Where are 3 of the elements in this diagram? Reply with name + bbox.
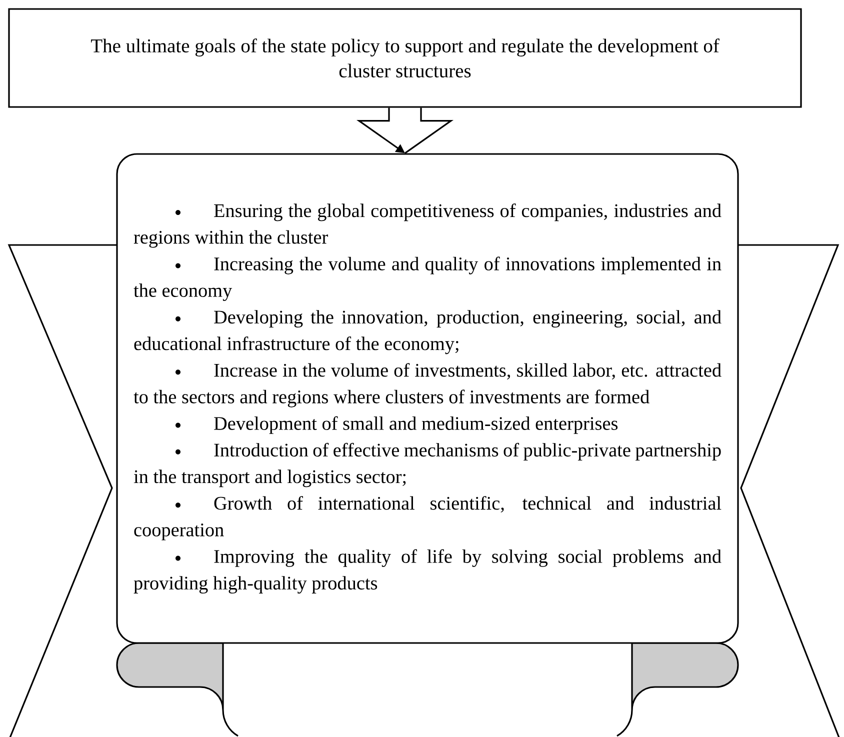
block-arrow xyxy=(356,107,454,154)
scroll-box: Ensuring the global competitiveness of companies, industries and regions within the cluster Increasing the volume and quality of innovations implemented in the economy Developing the innovation, production, engineering, social, and educational infrastructure of the economy; Increase in the volume of investments, skilled labor, etc. attracted to the sectors and regions where clusters of investments are formed Development of small and medium-sized enterprises Introduction of effective mechanisms of public-private partnership in the transport and logistics sector; Growth of international scientific, technical and industrial cooperation Improving the quality of life by solving social problems and providing high-quality products xyxy=(116,153,739,644)
title-box: The ultimate goals of the state policy to support and regulate the development of cluster structures xyxy=(8,8,802,108)
